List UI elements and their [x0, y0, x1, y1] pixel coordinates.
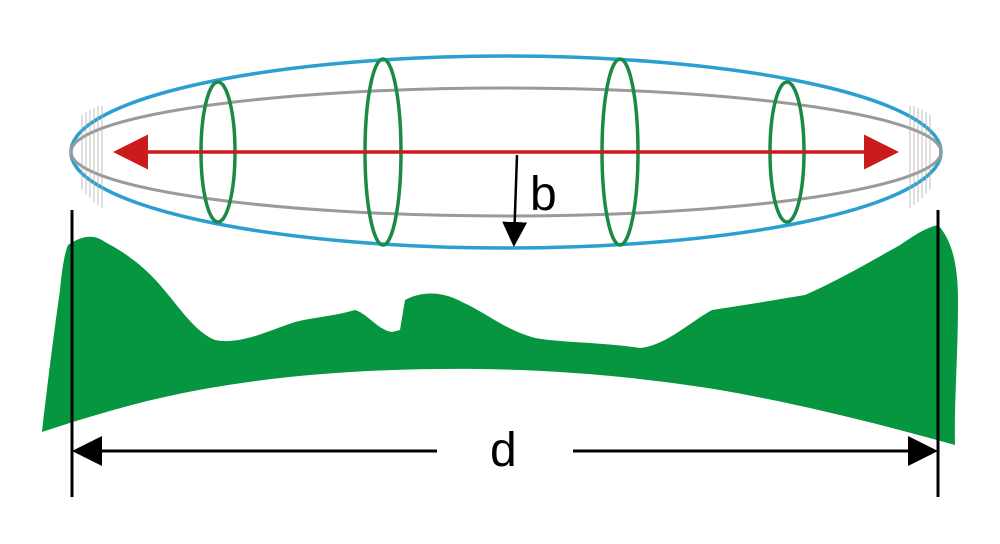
radius-label: b: [530, 168, 557, 221]
left-antenna-hatch: [81, 106, 103, 208]
terrain-profile: [42, 225, 958, 445]
right-antenna-hatch: [909, 106, 931, 208]
distance-label: d: [490, 424, 517, 477]
inner-ellipse: [69, 86, 943, 218]
radius-arrow: [502, 154, 528, 247]
